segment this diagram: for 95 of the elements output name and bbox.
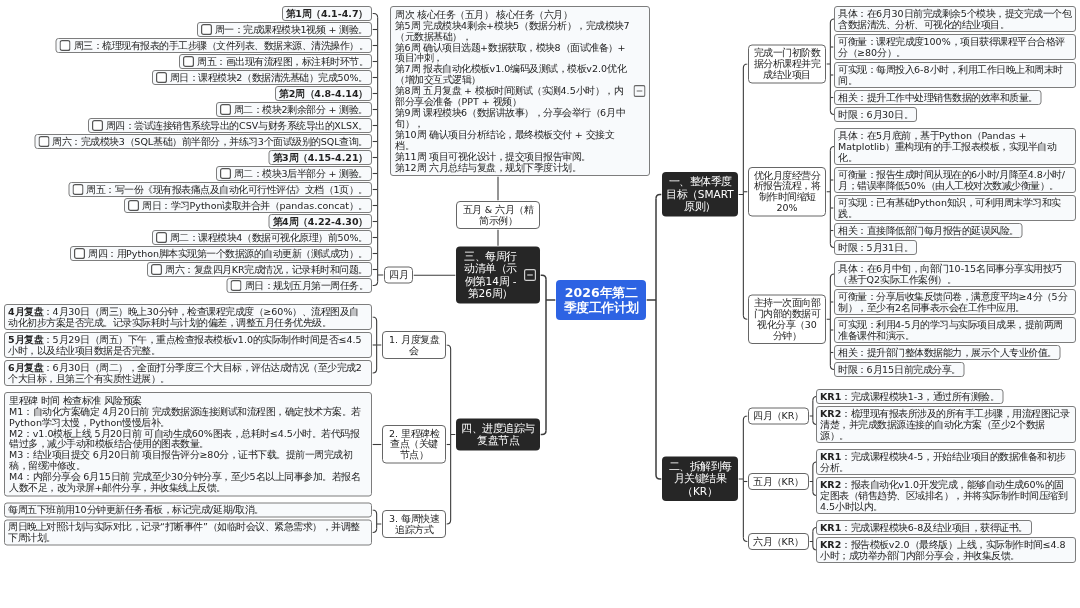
task-box — [70, 246, 372, 261]
table-row-text: 第7周 报表自动化模板v1.0编码及测试，模板v2.0优化（增加交互式逻辑） — [395, 63, 628, 86]
task-box — [215, 166, 372, 181]
task-text: 周日：学习Python读取并合并（pandas.concat）。 — [142, 200, 368, 211]
table-row-text: 第5周 完成模块4剩余+模块5（数据分析），完成模块7（元数据基础）， — [395, 19, 631, 42]
table-row-text: M1：自动化方案确定 4月20日前 完成数据源连接测试和流程图，确定技术方案。若Python学习太慢，Python慢慢后补。 — [9, 405, 362, 428]
topic-text: 三、每周行动清单（示例第14周 - 第26周） — [463, 249, 518, 301]
task-text: 周三：梳理现有报表的手工步骤（文件列表、数据来源、清洗操作）。 — [73, 40, 368, 51]
subtopic-box: 五月（KR） — [748, 473, 809, 490]
note-box: 每周五下班前用10分钟更新任务看板，标记完成/延期/取消。 — [4, 502, 372, 518]
note-box: 时限：6月30日。 — [834, 107, 918, 122]
task-text: 周二：模块2剩余部分 + 测验。 — [233, 104, 368, 115]
subtopic-box: 六月（KR） — [748, 533, 809, 550]
branch-topic: 二、拆解到每月关键结果（KR） — [662, 456, 738, 502]
note-box: 6月复盘：6月30日（周二），全面打分季度三个大目标，评估达成情况（至少完成2个大目标，且第三个有实质性进展）。 — [4, 360, 372, 386]
note-box: 可衡量：课程完成度100%，项目获得课程平台合格评分（≥80分）。 — [834, 34, 1076, 60]
subtopic-box: 优化月度经营分析报告流程，将制作时间缩短20% — [748, 166, 826, 217]
task-box — [226, 278, 372, 293]
note-box: 5月复盘：5月29日（周五）下午，重点检查报表模板v1.0的实际制作时间是否≤4.5小时，以及结业项目数据是否完整。 — [4, 332, 372, 358]
connector-line — [545, 278, 557, 432]
branch-topic: 四、进度追踪与复盘节点 — [456, 418, 540, 451]
table-row-text: M2：v1.0模板上线 5月20日前 可自动生成60%图表，总耗时≤4.5小时。若代码报错过多，减少手动和模板结合使用的图表数量。 — [9, 427, 361, 450]
task-text: 周五：写一份《现有报表痛点及自动化可行性评估》文档（1页）。 — [86, 184, 368, 195]
task-text: 周四：用Python脚本实现第一个数据源的自动更新（测试成功）。 — [88, 248, 368, 259]
task-box — [68, 182, 372, 197]
task-text: 周六：完成模块3（SQL基础）前半部分，并练习3个面试级别的SQL查询。 — [52, 136, 368, 147]
subtopic-box: 1. 月度复盘会 — [382, 331, 446, 359]
table-row-text: 第8周 五月复盘 + 模板时间测试（实测4.5小时），内部分享会准备（PPT + 视频） — [395, 85, 625, 107]
table-row-text: 第12周 六月总结与复盘，规划下季度计划。 — [395, 161, 583, 173]
table-row-text: M3：结业项目提交 6月20日前 项目报告评分≥80分，证书下载。提前一周完成初稿，留缓冲修改。 — [9, 449, 354, 472]
note-box: KR1：完成课程模块4-5，开始结业项目的数据准备和初步分析。 — [816, 449, 1076, 475]
note-box: KR2：报表自动化v1.0开发完成，能够自动生成60%的固定图表（销售趋势、区域排名），并将实际制作时间压缩到4.5小时以内。 — [816, 477, 1076, 514]
task-box — [88, 118, 372, 133]
week-box: 第1周（4.1-4.7） — [281, 6, 372, 21]
task-text: 周日：课程模块2（数据清洗基础）完成50%。 — [169, 72, 368, 83]
note-box: 相关：直接降低部门每月报告的延误风险。 — [834, 223, 1023, 238]
note-box: 可实现：每周投入6-8小时，利用工作日晚上和周末时间。 — [834, 62, 1076, 88]
branch-topic: 一、整体季度目标（SMART原则） — [662, 171, 738, 217]
note-box: 时限：5月31日。 — [834, 240, 918, 255]
task-text: 周一：完成课程模块1视频 + 测验。 — [214, 24, 368, 35]
note-box: KR1：完成课程模块1-3，通过所有测验。 — [816, 389, 1004, 404]
task-text: 周四：尝试连接销售系统导出的CSV与财务系统导出的XLSX。 — [106, 120, 368, 131]
note-box: 可实现：已有基础Python知识，可利用周末学习和实践。 — [834, 195, 1076, 221]
table-row-text: M4：内部分享会 6月15日前 完成至少30分钟分享，至少5名以上同事参加。若报名人数不足，改为录屏+邮件分享，并收集线上反馈。 — [9, 471, 362, 494]
task-text: 周日：规划五月第一周任务。 — [244, 280, 368, 291]
schedule-box — [390, 6, 650, 176]
note-box: 可实现：利用4-5月的学习与实际项目成果，提前两周准备课件和演示。 — [834, 317, 1076, 343]
subtopic-box: 四月（KR） — [748, 407, 809, 425]
connector-line — [655, 474, 663, 480]
note-box: 可衡量：分享后收集反馈问卷，满意度平均≥4分（5分制），至少有2名同事表示会在工作中应用。 — [834, 289, 1076, 315]
note-box: KR1：完成课程模块6-8及结业项目，获得证书。 — [816, 520, 1032, 535]
subtopic-box: 五月 & 六月（精简示例） — [456, 201, 540, 229]
branch-topic — [456, 246, 540, 304]
task-box — [147, 262, 372, 277]
task-text: 周二：课程模块4（数据可视化原理）前50%。 — [169, 232, 368, 243]
note-box: 具体：在6月中旬，向部门10-15名同事分享实用技巧（基于Q2实际工作案例）。 — [834, 261, 1076, 287]
task-text: 周二：模块3后半部分 + 测验。 — [233, 168, 368, 179]
milestone-box — [4, 392, 372, 497]
task-box — [55, 38, 372, 53]
table-row-text: 第10周 确认项目分析结论，最终模板交付 + 交接文档。 — [395, 129, 616, 151]
note-box: 周日晚上对照计划与实际对比，记录“打断事件”（如临时会议、紧急需求），并调整下周计划。 — [4, 519, 372, 546]
table-row-text: 里程碑 时间 检查标准 风险预案 — [9, 395, 142, 406]
connector-line — [655, 193, 663, 200]
note-box: 具体：在6月30日前完成剩余5个模块，提交完成一个包含数据清洗、分析、可视化的结业项目。 — [834, 6, 1076, 32]
subtopic-box: 2. 里程碑检查点（关键节点） — [382, 424, 446, 464]
subtopic-box: 主持一次面向部门内部的数据可视化分享（30分钟） — [748, 294, 826, 344]
table-row-text: 第9周 课程模块6（数据讲故事），分享会举行（6月中旬）， — [395, 107, 627, 129]
central-topic: 2026年第二季度工作计划 — [556, 280, 646, 320]
table-row-text: 周次 核心任务（五月） 核心任务（六月） — [395, 9, 574, 20]
week-box: 第2周（4.8-4.14） — [275, 86, 372, 101]
note-box: KR2：报告模板v2.0（最终版）上线，实际制作时间≤4.8小时；成功举办部门内部分享会，并收集反馈。 — [816, 537, 1076, 563]
task-box — [196, 22, 372, 37]
table-row-text: 第11周 项目可视化设计，提交项目报告审阅。 — [395, 151, 592, 162]
note-box: 4月复盘：4月30日（周三）晚上30分钟，检查课程完成度（≥60%）、流程图及自动化初步方案是否完成。记录实际耗时与计划的偏差，调整五月任务优先级。 — [4, 304, 372, 330]
note-box: 时限：6月15日前完成分享。 — [834, 362, 965, 377]
subtopic-box: 完成一门初阶数据分析课程并完成结业项目 — [748, 44, 826, 84]
task-box — [151, 70, 372, 85]
note-box: 可衡量：报告生成时间从现在的6小时/月降至4.8小时/月；错误率降低50%（由人工校对次数减少衡量）。 — [834, 167, 1076, 193]
subtopic-box: 四月 — [384, 266, 413, 284]
task-box — [124, 198, 372, 213]
week-box: 第4周（4.22-4.30） — [268, 214, 372, 229]
note-box: 具体：在5月底前，基于Python（Pandas + Matplotlib）重构现有的手工报表模板，实现半自动化。 — [834, 128, 1076, 165]
task-box — [34, 134, 372, 149]
note-box: KR2：梳理现有报表所涉及的所有手工步骤，用流程图记录清楚，并完成数据源连接的自动化方案（至少2个数据源）。 — [816, 406, 1076, 443]
note-box: 相关：提升工作中处理销售数据的效率和质量。 — [834, 90, 1042, 105]
subtopic-box: 3. 每周快速追踪方式 — [382, 510, 446, 538]
task-text: 周五：画出现有流程图，标注耗时环节。 — [197, 56, 368, 67]
week-box: 第3周（4.15-4.21） — [268, 150, 372, 165]
table-row-text: 第6周 确认项目选题+数据获取，模块8（面试准备）+ 项目冲刺， — [395, 41, 627, 64]
task-box — [179, 54, 372, 69]
connector-line — [645, 197, 657, 476]
task-box — [215, 102, 372, 117]
task-text: 周六：复盘四月KR完成情况，记录耗时和问题。 — [165, 264, 368, 275]
note-box: 相关：提升部门整体数据能力，展示个人专业价值。 — [834, 345, 1061, 360]
task-box — [151, 230, 372, 245]
